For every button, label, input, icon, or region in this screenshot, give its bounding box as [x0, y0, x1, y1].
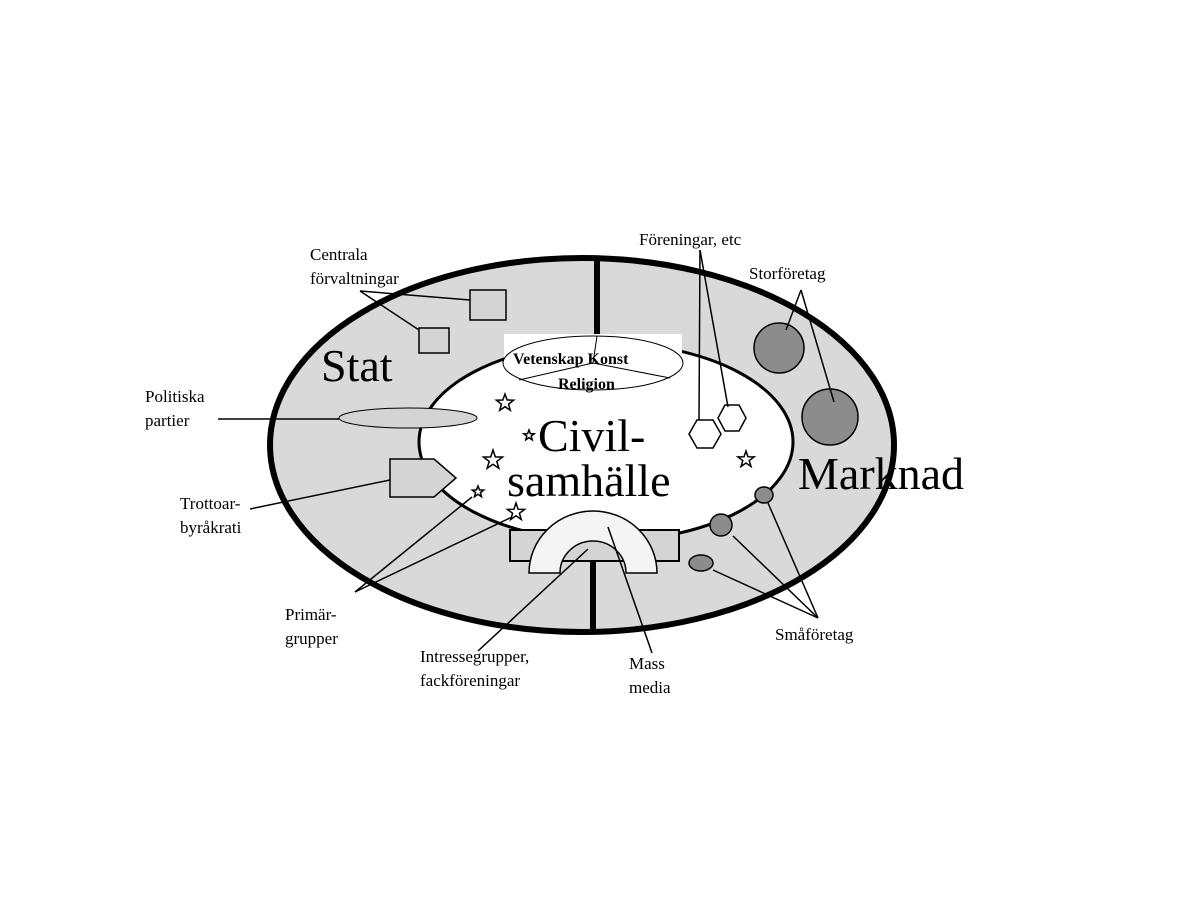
- central-admin-leader-1: [359, 290, 471, 301]
- small-companies-leader-2: [732, 535, 819, 619]
- culture-divider-up: [592, 335, 598, 364]
- region-title-civil-line1: Civil-: [538, 410, 645, 461]
- region-title-stat: Stat: [321, 340, 393, 391]
- label-mass-line2: media: [629, 678, 671, 697]
- central-admin-square-small: [418, 327, 450, 354]
- primary-groups-leader-2: [354, 516, 513, 593]
- star-icon: [505, 500, 527, 522]
- label-politiska-line2: partier: [145, 411, 190, 430]
- star-icon: [470, 483, 486, 499]
- star-icon: [521, 427, 537, 442]
- label-storforetag: Storföretag: [749, 264, 826, 283]
- star-icon: [494, 391, 516, 413]
- region-title-marknad: Marknad: [798, 448, 964, 499]
- small-company-dot: [688, 554, 714, 572]
- associations-leader-1: [698, 249, 701, 421]
- central-admin-square-large: [469, 289, 507, 321]
- big-companies-leader-1: [785, 289, 802, 331]
- big-companies-leader-2: [800, 289, 835, 403]
- mass-media-arch: [528, 510, 658, 574]
- associations-leader-2: [699, 249, 729, 408]
- culture-divider-right: [592, 362, 671, 379]
- culture-divider-left: [518, 362, 594, 381]
- small-company-dot: [754, 486, 774, 504]
- culture-label-line1: Vetenskap Konst: [513, 351, 629, 368]
- small-companies-leader-3: [712, 569, 819, 619]
- region-title-civil-line2: samhälle: [507, 455, 671, 506]
- label-intresse-line2: fackföreningar: [420, 671, 520, 690]
- culture-label-line2: Religion: [558, 376, 615, 393]
- association-hexagon-icon: [717, 404, 747, 432]
- central-admin-leader-2: [359, 290, 420, 331]
- label-intresse-line1: Intressegrupper,: [420, 647, 529, 666]
- street-bureaucracy-leader: [249, 479, 391, 510]
- label-smaforetag: Småföretag: [775, 625, 854, 644]
- primary-group-stars: [470, 391, 757, 522]
- label-primar-line1: Primär-: [285, 605, 337, 624]
- big-company-circle: [753, 322, 805, 374]
- label-politiska-line1: Politiska: [145, 387, 205, 406]
- small-company-dot: [709, 513, 733, 537]
- association-hexagon-icon: [688, 419, 722, 449]
- political-parties-ellipse: [338, 407, 478, 429]
- label-foreningar: Föreningar, etc: [639, 230, 742, 249]
- label-centrala-line1: Centrala: [310, 245, 368, 264]
- primary-groups-leader-1: [354, 496, 473, 593]
- star-icon: [481, 447, 505, 471]
- label-mass-line1: Mass: [629, 654, 665, 673]
- street-bureaucracy-shape: [389, 458, 458, 498]
- label-trottoar-line2: byråkrati: [180, 518, 242, 537]
- label-primar-line2: grupper: [285, 629, 338, 648]
- mass-media-leader: [607, 526, 653, 654]
- small-companies-leader-1: [767, 502, 819, 619]
- star-icon: [735, 448, 757, 469]
- label-trottoar-line1: Trottoar-: [180, 494, 241, 513]
- interest-groups-leader: [477, 548, 589, 652]
- big-company-circle: [801, 388, 859, 446]
- label-centrala-line2: förvaltningar: [310, 269, 399, 288]
